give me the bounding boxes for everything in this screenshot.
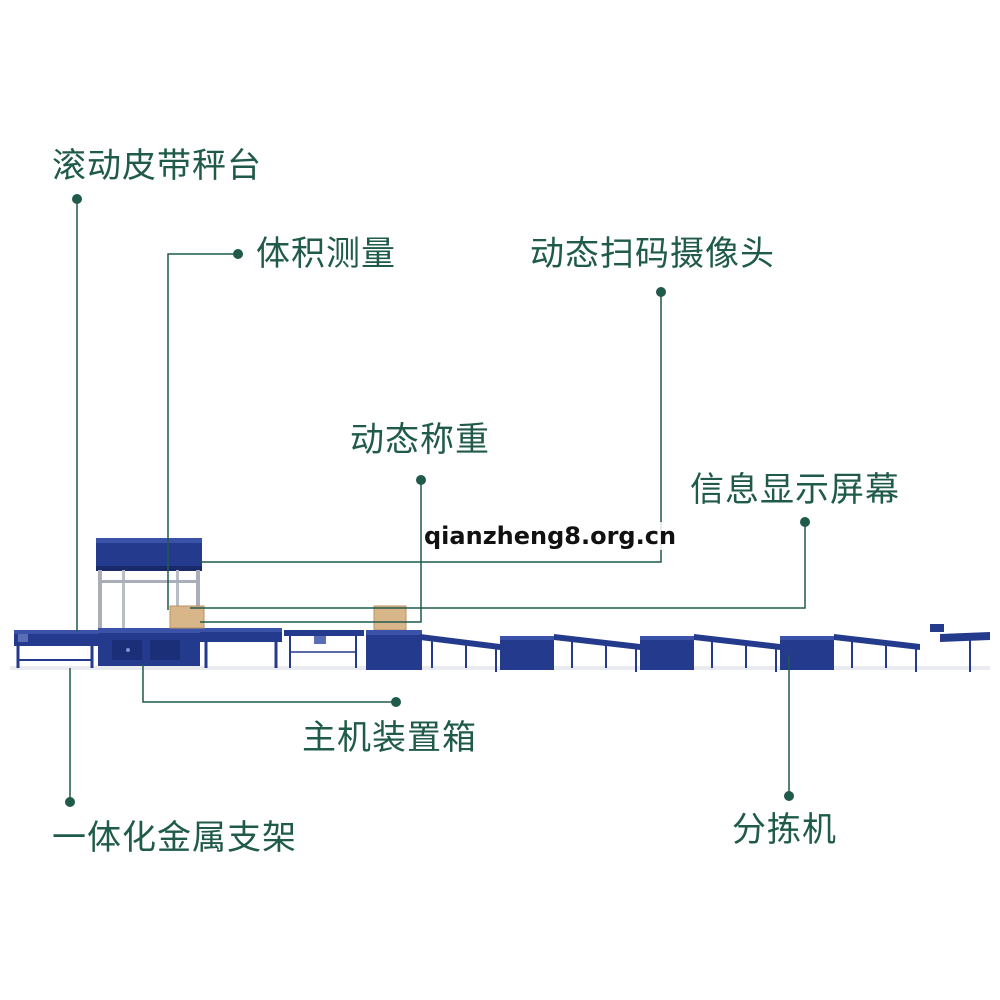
parcel-box	[169, 605, 205, 629]
label-camera: 动态扫码摄像头	[530, 234, 775, 274]
leader-display	[190, 522, 806, 609]
belt-conveyor	[14, 630, 100, 668]
dot-belt-scale	[72, 194, 82, 204]
host-cabinet	[98, 628, 200, 666]
leader-lines	[69, 199, 806, 802]
label-host-box: 主机装置箱	[302, 718, 477, 758]
dot-camera	[656, 287, 666, 297]
label-display: 信息显示屏幕	[690, 470, 900, 510]
label-sorter: 分拣机	[732, 810, 837, 850]
leader-weighing	[200, 480, 422, 623]
weighing-conveyor	[200, 628, 282, 668]
dot-weighing	[416, 475, 426, 485]
watermark-text: qianzheng8.org.cn	[422, 522, 679, 550]
parcel-box-2	[373, 605, 407, 631]
leader-host-box	[142, 664, 396, 703]
dot-sorter	[784, 791, 794, 801]
label-belt-scale: 滚动皮带秤台	[52, 146, 262, 186]
label-volume: 体积测量	[256, 234, 396, 274]
dot-display	[800, 517, 810, 527]
leader-dots	[65, 194, 810, 807]
dot-frame	[65, 797, 75, 807]
leader-volume	[167, 253, 238, 610]
leader-camera	[200, 292, 662, 563]
sorter-line	[366, 624, 990, 672]
label-weighing: 动态称重	[350, 420, 490, 460]
dot-host-box	[391, 697, 401, 707]
roller-conveyor	[284, 630, 364, 668]
label-frame: 一体化金属支架	[52, 818, 297, 858]
sorting-line-machine	[10, 538, 990, 672]
dot-volume	[233, 249, 243, 259]
